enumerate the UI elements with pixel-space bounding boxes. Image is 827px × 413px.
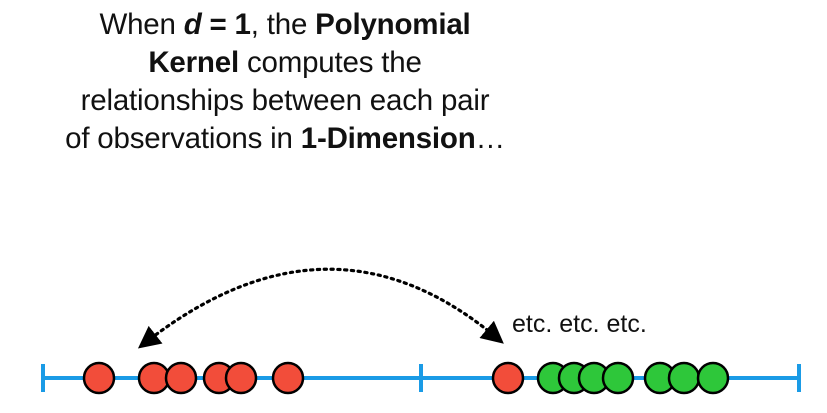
red-point <box>271 361 305 395</box>
red-point <box>137 361 171 395</box>
green-point <box>601 361 635 395</box>
caption-keyword: Kernel <box>148 46 239 79</box>
green-point <box>667 361 701 395</box>
caption-line-3: relationships between each pair <box>80 84 490 117</box>
caption-degree-value: = 1 <box>201 8 251 41</box>
red-point <box>164 361 198 395</box>
caption-text: … <box>475 122 506 155</box>
red-point <box>82 361 116 395</box>
caption-line-2: Kernel computes the <box>0 44 570 82</box>
red-point <box>491 361 525 395</box>
green-point <box>696 361 730 395</box>
double-arrow-arc <box>137 267 504 349</box>
caption-line-1: When d = 1, the Polynomial <box>0 6 570 44</box>
caption-text: computes the <box>238 46 422 79</box>
caption-text: When <box>99 8 184 41</box>
caption-text: , the <box>250 8 316 41</box>
caption-text: of observations in <box>65 122 301 155</box>
caption-keyword: 1-Dimension <box>300 122 476 155</box>
red-point <box>224 361 258 395</box>
caption-line-4: of observations in 1-Dimension… <box>0 120 570 158</box>
etc-label: etc. etc. etc. <box>512 310 647 338</box>
caption: When d = 1, the Polynomial Kernel comput… <box>0 6 570 158</box>
caption-keyword: Polynomial <box>315 8 471 41</box>
caption-degree-symbol: d <box>183 8 202 41</box>
